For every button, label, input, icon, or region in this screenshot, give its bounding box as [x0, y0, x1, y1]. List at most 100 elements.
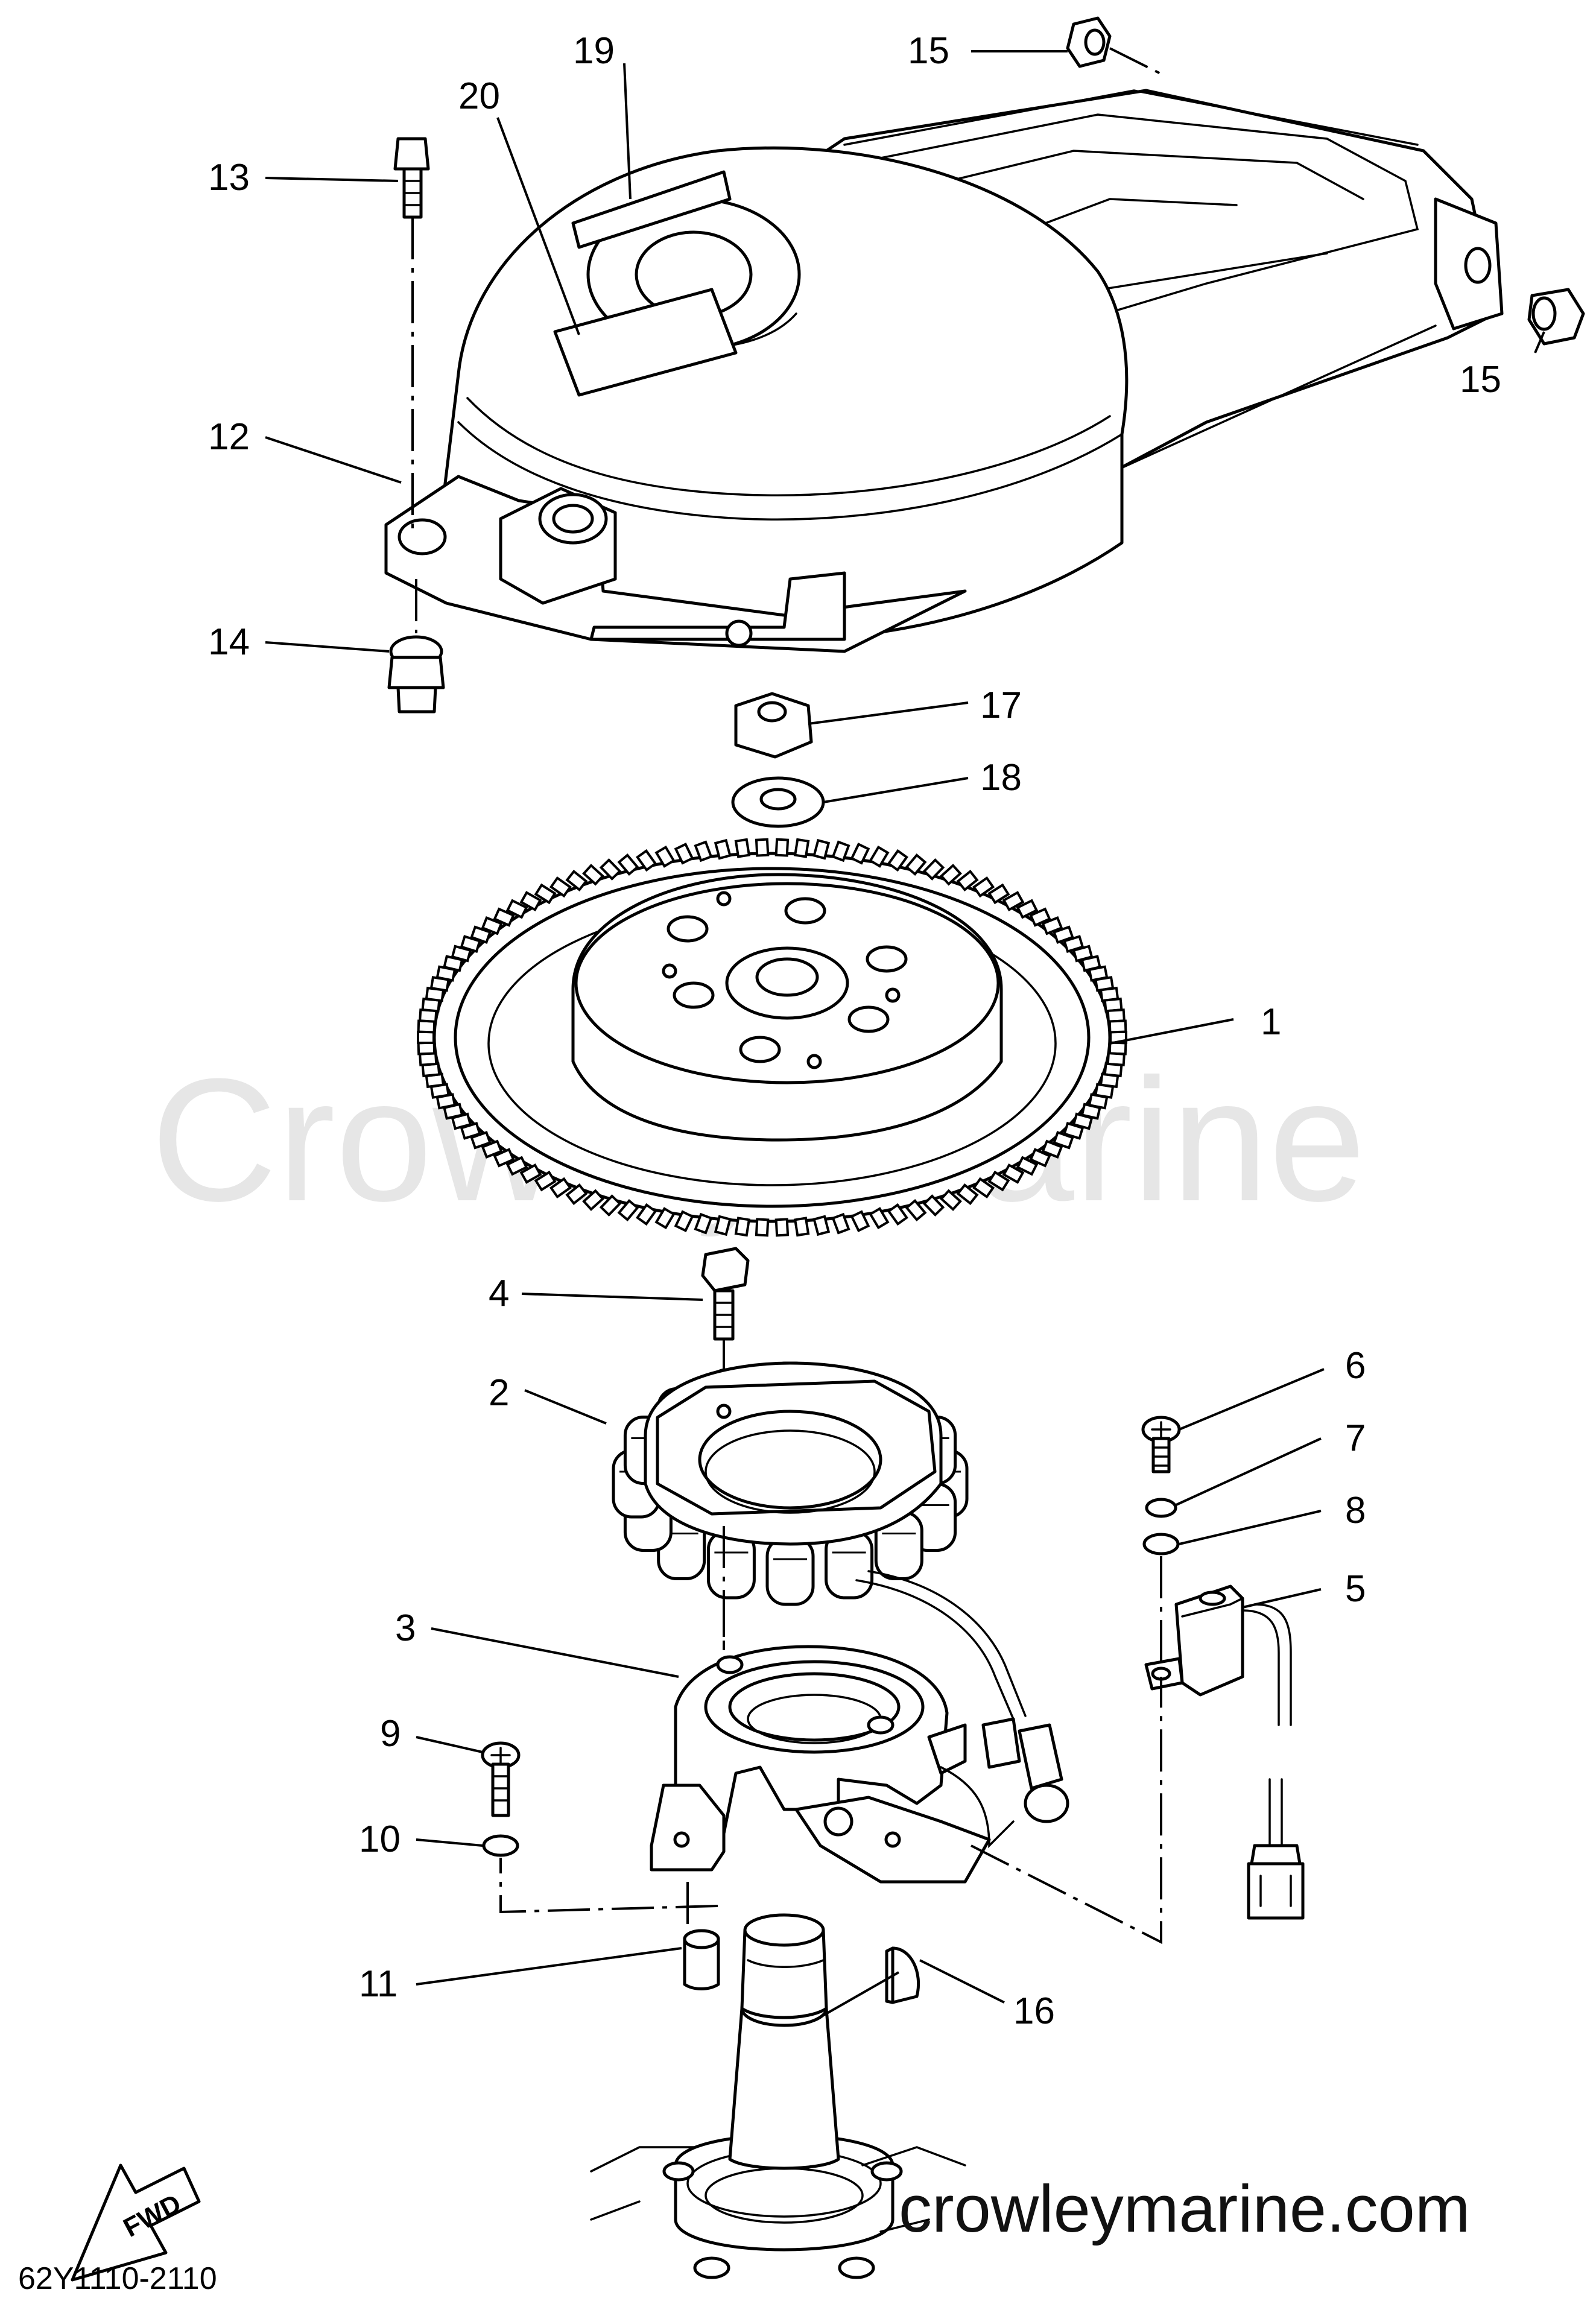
callout-13: 13: [208, 157, 250, 198]
ring-gear-tooth: [793, 1217, 810, 1237]
ring-gear-tooth: [470, 925, 492, 945]
washer-8: [1142, 1533, 1180, 1556]
ring-gear-tooth: [565, 870, 588, 891]
ring-gear-tooth: [987, 1170, 1010, 1192]
ignition-coil-5: [1144, 1584, 1305, 1920]
website-label: crowleymarine.com: [899, 2172, 1470, 2246]
ring-gear-tooth: [417, 1031, 435, 1044]
woodruff-key-16: [885, 1946, 920, 2004]
stator-2: [612, 1361, 1027, 1720]
ring-gear-tooth: [972, 876, 995, 898]
ring-gear-tooth: [972, 1177, 995, 1199]
callout-15-top: 15: [908, 30, 949, 72]
ring-gear-tooth: [850, 843, 870, 865]
callout-10: 10: [359, 1818, 401, 1860]
ring-gear-tooth: [599, 1194, 622, 1217]
callout-17: 17: [980, 685, 1022, 726]
ring-gear-tooth: [1041, 916, 1063, 935]
ring-gear-tooth: [812, 1215, 831, 1236]
ring-gear-tooth: [417, 1041, 436, 1056]
ring-gear-tooth: [793, 838, 810, 858]
ring-gear-tooth: [1016, 899, 1039, 919]
ring-gear-tooth: [922, 858, 945, 881]
screw-9: [481, 1741, 521, 1817]
grommet-15-top: [1066, 16, 1165, 77]
callout-6: 6: [1345, 1345, 1366, 1387]
ring-gear-tooth: [1053, 1130, 1074, 1150]
ring-gear-tooth: [1029, 1148, 1051, 1168]
callout-20: 20: [458, 75, 500, 117]
ring-gear-tooth: [922, 1194, 945, 1217]
ring-gear-tooth: [1029, 907, 1051, 927]
ring-gear-tooth: [755, 838, 770, 857]
ring-gear-tooth: [505, 1156, 528, 1176]
ring-gear-tooth: [831, 840, 850, 862]
callout-8: 8: [1345, 1490, 1366, 1531]
ring-gear-tooth: [599, 858, 622, 881]
ring-gear-tooth: [1063, 1121, 1085, 1140]
callout-5: 5: [1345, 1568, 1366, 1610]
washer-7: [1145, 1498, 1177, 1518]
ring-gear-tooth: [549, 1177, 572, 1199]
part-code-label: 62Y1110-2110: [18, 2261, 217, 2296]
ring-gear-tooth: [850, 1210, 870, 1232]
collar-11: [683, 1929, 720, 1990]
ring-gear-tooth: [1002, 891, 1025, 912]
ring-gear-tooth: [734, 838, 751, 858]
ring-gear-tooth: [519, 1163, 542, 1184]
ring-gear-tooth: [582, 1189, 605, 1211]
ring-gear-tooth: [1041, 1139, 1063, 1159]
ring-gear-tooth: [887, 849, 908, 872]
callout-labels: 1 2 3 4 5 6 7 8 9 10 11 12 13 14 15 15 1…: [208, 30, 1501, 2032]
ring-gear-tooth: [774, 838, 790, 857]
ring-gear-tooth: [694, 1212, 713, 1235]
callout-16: 16: [1013, 1990, 1055, 2032]
leader-lines: [265, 50, 1545, 2022]
ring-gear-tooth: [582, 864, 605, 886]
ring-gear-tooth: [549, 876, 572, 898]
washer-18: [731, 776, 825, 828]
ring-gear-tooth: [939, 1189, 962, 1211]
callout-4: 4: [489, 1273, 509, 1314]
callout-12: 12: [208, 416, 250, 458]
flywheel-1: [417, 838, 1127, 1237]
ring-gear-tooth: [694, 840, 713, 862]
ring-gear-tooth: [505, 899, 528, 919]
ring-gear-tooth: [1108, 1019, 1127, 1034]
ring-gear-tooth: [519, 891, 542, 912]
ring-gear-tooth: [636, 1203, 657, 1226]
callout-3: 3: [395, 1607, 416, 1649]
ring-gear-tooth: [869, 845, 890, 868]
callout-1: 1: [1261, 1001, 1281, 1043]
ring-gear-tooth: [905, 853, 927, 876]
ring-gear-tooth: [674, 1210, 694, 1232]
callout-9: 9: [380, 1713, 401, 1755]
ring-gear-tooth: [654, 1207, 676, 1230]
ring-gear-tooth: [565, 1183, 588, 1205]
callout-7: 7: [1345, 1417, 1366, 1459]
crankshaft-base: [590, 1913, 966, 2279]
ring-gear-tooth: [654, 845, 676, 868]
ring-gear-tooth: [674, 843, 694, 865]
ring-gear-tooth: [493, 1148, 515, 1168]
nut-17: [734, 692, 813, 759]
ring-gear-tooth: [812, 838, 831, 860]
callout-2: 2: [489, 1372, 509, 1414]
callout-14: 14: [208, 621, 250, 663]
ring-gear-tooth: [987, 883, 1010, 905]
ring-gear-tooth: [869, 1207, 890, 1230]
ring-gear-tooth: [1016, 1156, 1039, 1176]
ring-gear-tooth: [887, 1203, 908, 1226]
ring-gear-tooth: [617, 1198, 639, 1222]
grommet-15-right: [1527, 288, 1585, 346]
ring-gear-tooth: [734, 1217, 751, 1237]
ring-gear-tooth: [956, 870, 979, 891]
ring-gear-tooth: [939, 864, 962, 886]
callout-11: 11: [359, 1963, 397, 2005]
callout-15-right: 15: [1460, 359, 1501, 400]
stator-base-3: [650, 1645, 1069, 1884]
callout-18: 18: [980, 757, 1022, 799]
ring-gear-tooth: [714, 1215, 732, 1236]
